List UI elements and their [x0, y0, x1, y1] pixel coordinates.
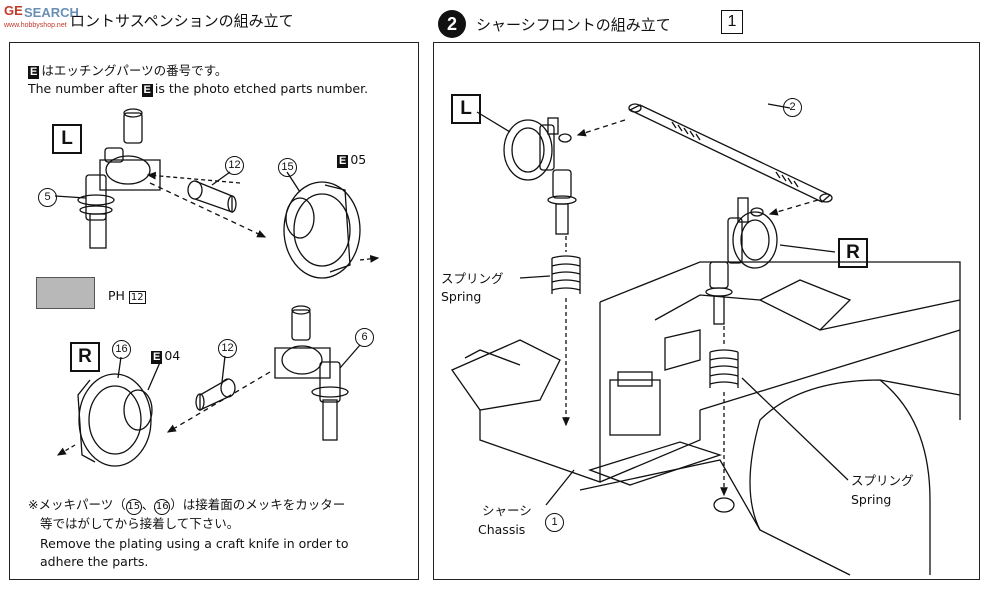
step-2-badge: 2	[438, 10, 466, 38]
part-1-callout: 1	[545, 513, 564, 532]
part-15-callout: 15	[278, 158, 297, 177]
left-upright-6	[274, 305, 349, 441]
spring-label-en: Spring	[441, 289, 482, 304]
etched-badge: E	[28, 66, 40, 79]
reference-box-1: 1	[721, 10, 743, 34]
plating-note-en-2: adhere the parts.	[40, 554, 149, 569]
left-R-label: R	[70, 342, 100, 372]
tie-rod-2	[628, 103, 833, 203]
spring2-label-jp: スプリング	[851, 473, 914, 488]
watermark-site: www.hobbyshop.net	[4, 22, 67, 29]
right-upright-L	[503, 117, 577, 235]
left-hub-15	[283, 181, 361, 279]
left-upright-5	[77, 108, 161, 249]
right-R-label: R	[838, 238, 868, 268]
right-L-label: L	[451, 94, 481, 124]
left-L-label: L	[52, 124, 82, 154]
plating-note-jp-1: ※メッキパーツ（15、16）は接着面のメッキをカッター	[28, 496, 345, 515]
part-2-callout: 2	[783, 98, 802, 117]
chassis-label-en: Chassis	[478, 522, 526, 537]
spring-right	[709, 349, 739, 388]
left-hub-16	[77, 373, 153, 467]
part-5-callout: 5	[38, 188, 57, 207]
part-16-callout: 16	[112, 340, 131, 359]
spring-left	[551, 255, 581, 294]
chassis-label-jp: シャーシ	[482, 503, 532, 518]
plating-note-jp-2: 等ではがしてから接着して下さい。	[40, 516, 240, 531]
left-pin-12b	[195, 378, 236, 412]
gray-swatch	[36, 277, 95, 309]
plating-note-en-1: Remove the plating using a craft knife i…	[40, 536, 349, 551]
watermark-logo: GE	[4, 3, 23, 18]
part-12-callout-a: 12	[225, 156, 244, 175]
ph-label: PH 12	[108, 288, 146, 304]
right-upright-R	[705, 197, 778, 325]
spring-label-jp: スプリング	[441, 271, 504, 286]
right-panel	[433, 42, 980, 580]
etched-badge-2: E	[141, 84, 153, 97]
part-6-callout: 6	[355, 328, 374, 347]
left-section-title: ロントサスペンションの組み立て	[70, 12, 294, 30]
spring2-label-en: Spring	[851, 492, 892, 507]
watermark-search: SEARCH	[24, 5, 79, 20]
part-12-callout-b: 12	[218, 339, 237, 358]
right-section-title: シャーシフロントの組み立て	[476, 16, 671, 34]
chassis-1	[451, 261, 961, 576]
left-pin-12a	[187, 180, 237, 213]
